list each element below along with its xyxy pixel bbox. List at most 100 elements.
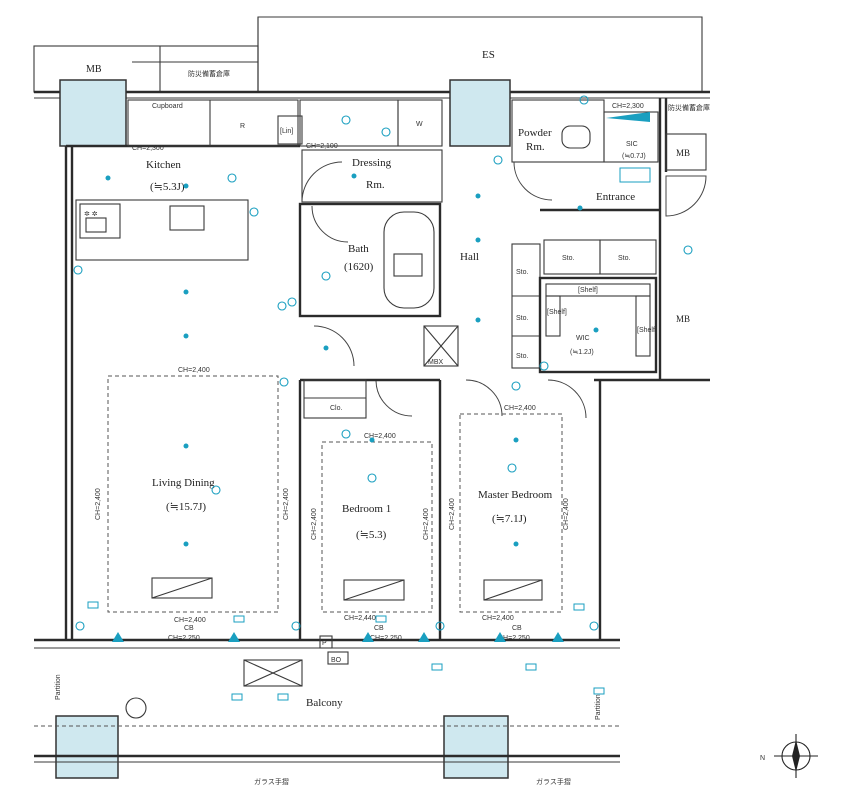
washer-space bbox=[397, 99, 443, 147]
fire-storage-top-label: 防災備蓄倉庫 bbox=[188, 69, 230, 78]
sink bbox=[85, 217, 107, 233]
master-ceiling-zone bbox=[459, 413, 563, 613]
compass-north-label: N bbox=[760, 755, 765, 762]
column-bottom-left bbox=[55, 715, 119, 779]
master-ch-right: CH=2,400 bbox=[563, 498, 570, 530]
kitchen-label: Kitchen bbox=[146, 159, 181, 171]
balcony-label: Balcony bbox=[306, 697, 343, 709]
pipe-label: P bbox=[322, 640, 327, 647]
bo-label: BO bbox=[331, 657, 342, 664]
mb-mid-label: MB bbox=[676, 314, 690, 324]
bed1-cb: CB bbox=[374, 625, 384, 632]
burner-icon: ✲ ✲ bbox=[84, 210, 98, 218]
dressing-label: Dressing bbox=[352, 157, 392, 169]
sic-closet bbox=[603, 111, 659, 163]
refrigerator-label: R bbox=[240, 123, 245, 130]
entrance-door bbox=[665, 175, 707, 217]
closet-label: Clo. bbox=[330, 405, 343, 412]
linen-label: [Lin] bbox=[280, 128, 293, 135]
fire-storage-right-label: 防災備蓄倉庫 bbox=[668, 103, 710, 112]
master-ch-left: CH=2,400 bbox=[449, 498, 456, 530]
balcony-ac-unit bbox=[243, 659, 303, 687]
powder-rm-label: Rm. bbox=[526, 141, 545, 153]
drain bbox=[125, 697, 147, 719]
dressing-door-swing bbox=[301, 161, 343, 203]
column-bottom-center bbox=[443, 715, 509, 779]
master-cb: CB bbox=[512, 625, 522, 632]
dressing-rm-label: Rm. bbox=[366, 179, 385, 191]
partition-right-label: Partition bbox=[595, 694, 602, 720]
master-floor-panel bbox=[483, 579, 543, 601]
bedroom1-size: (≒5.3) bbox=[356, 529, 387, 541]
living-ch-bottom: CH=2,400 bbox=[174, 617, 206, 624]
living-cb: CB bbox=[184, 625, 194, 632]
master-ch-bottom2: CH=2,250 bbox=[498, 635, 530, 642]
bath-label: Bath bbox=[348, 243, 369, 255]
column-top-center bbox=[449, 79, 511, 147]
sic-label: SIC bbox=[626, 141, 638, 148]
kitchen-cupboard bbox=[127, 99, 299, 147]
mbx-label: MBX bbox=[428, 359, 444, 366]
bathtub bbox=[383, 211, 435, 309]
glass-railing-left-label: ガラス手摺 bbox=[254, 777, 289, 786]
living-dining-size: (≒15.7J) bbox=[166, 501, 206, 513]
bed1-ch-top: CH=2,400 bbox=[364, 433, 396, 440]
master-bedroom-label: Master Bedroom bbox=[478, 489, 553, 501]
bath-size: (1620) bbox=[344, 261, 374, 273]
partition-left-label: Partition bbox=[55, 674, 62, 700]
bed1-ch-right: CH=2,400 bbox=[423, 508, 430, 540]
living-ch-right: CH=2,400 bbox=[283, 488, 290, 520]
wic-label: WIC bbox=[576, 335, 590, 342]
bedroom1-closet bbox=[303, 379, 367, 419]
linen-closet bbox=[277, 115, 303, 145]
entrance-label: Entrance bbox=[596, 191, 635, 203]
storage-2-label: Sto. bbox=[618, 255, 631, 262]
wic-shelf-top: [Shelf] bbox=[578, 287, 598, 294]
dressing-room bbox=[301, 149, 443, 203]
glass-railing-right-label: ガラス手摺 bbox=[536, 777, 571, 786]
cooktop bbox=[79, 203, 121, 239]
bed1-ch-bottom: CH=2,440 bbox=[344, 615, 376, 622]
bath-room-wall bbox=[298, 202, 442, 318]
kitchen-sink bbox=[169, 205, 205, 231]
toilet bbox=[561, 125, 591, 149]
bedroom1-label: Bedroom 1 bbox=[342, 503, 391, 515]
living-ch-top: CH=2,400 bbox=[178, 367, 210, 374]
wic-size: (≒1.2J) bbox=[570, 349, 594, 356]
living-ch-left: CH=2,400 bbox=[95, 488, 102, 520]
kitchen-size: (≒5.3J) bbox=[150, 181, 185, 193]
living-dining-label: Living Dining bbox=[152, 477, 215, 489]
hall-label: Hall bbox=[460, 251, 479, 263]
bedroom1-floor-panel bbox=[343, 579, 405, 601]
dressing-ceiling-height: CH=2,100 bbox=[306, 143, 338, 150]
bedroom1-ceiling-zone bbox=[321, 441, 433, 613]
mb-right-label: MB bbox=[676, 148, 690, 158]
storage-column bbox=[511, 243, 541, 369]
living-ceiling-zone bbox=[107, 375, 279, 613]
bed1-ch-bottom2: CH=2,250 bbox=[370, 635, 402, 642]
master-ch-top: CH=2,400 bbox=[504, 405, 536, 412]
powder-ceiling-height: CH=2,300 bbox=[612, 103, 644, 110]
bed1-ch-left: CH=2,400 bbox=[311, 508, 318, 540]
master-ch-bottom: CH=2,400 bbox=[482, 615, 514, 622]
column-top-left bbox=[59, 79, 127, 147]
storage-3-label: Sto. bbox=[516, 269, 529, 276]
kitchen-counter bbox=[75, 199, 249, 261]
electrical-symbols bbox=[73, 95, 693, 701]
mb-top-label: MB bbox=[86, 64, 102, 75]
outdoor-unit bbox=[327, 651, 349, 665]
storage-5-label: Sto. bbox=[516, 353, 529, 360]
storage-4-label: Sto. bbox=[516, 315, 529, 322]
cupboard-label: Cupboard bbox=[152, 103, 183, 110]
pipe-space bbox=[319, 635, 333, 649]
es-label: ES bbox=[482, 49, 495, 61]
mbx-shaft bbox=[423, 325, 459, 367]
living-floor-heating-panel bbox=[151, 577, 213, 599]
powder-label: Powder bbox=[518, 127, 552, 139]
wic-shelf-left: [Shelf] bbox=[547, 309, 567, 316]
wic-shelf-right: [Shelf] bbox=[637, 327, 657, 334]
kitchen-ceiling-height: CH=2,300 bbox=[132, 145, 164, 152]
storage-2 bbox=[599, 239, 657, 275]
storage-1-label: Sto. bbox=[562, 255, 575, 262]
